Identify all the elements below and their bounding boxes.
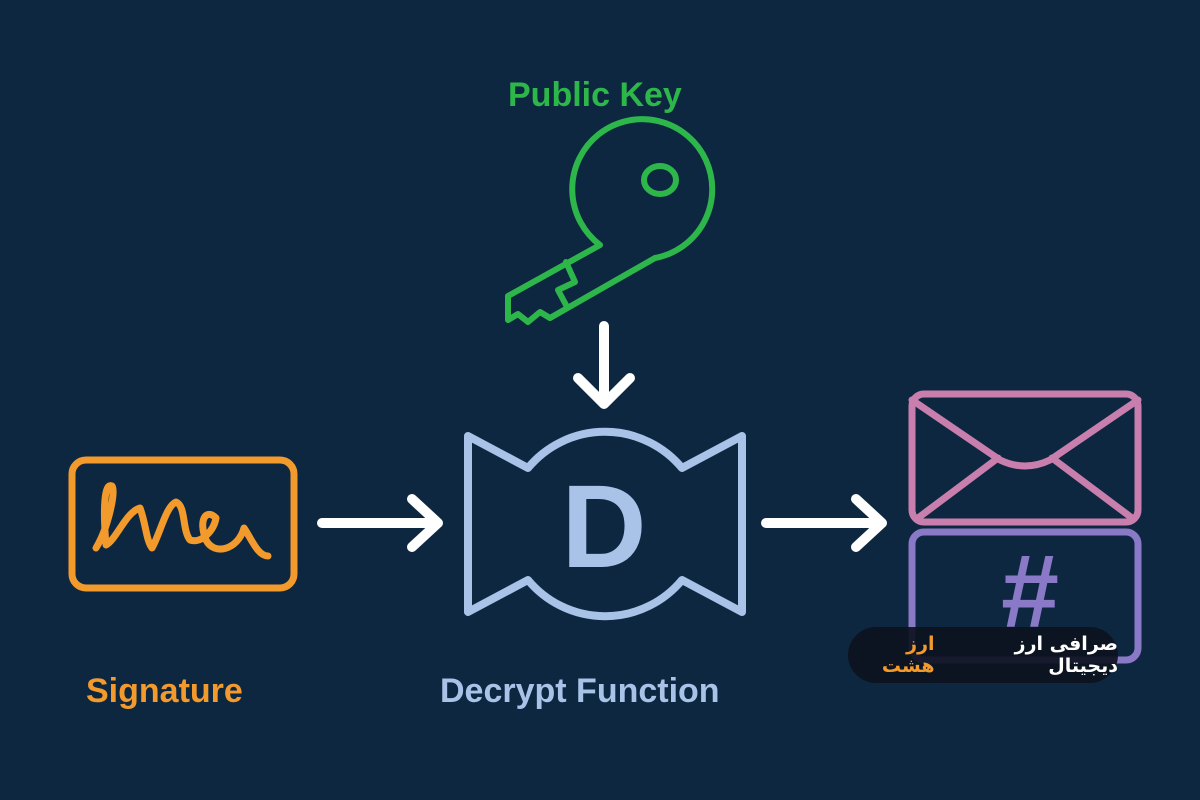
watermark-badge: صرافی ارز دیجیتال ارز هشت [848,627,1118,683]
envelope-icon [908,390,1142,526]
signature-label: Signature [86,672,243,710]
watermark-brand: ارز هشت [881,633,935,677]
signature-card-icon [68,456,298,592]
right-arrow-icon [317,494,443,552]
watermark-prefix: صرافی ارز دیجیتال [1014,633,1118,677]
down-arrow-icon [573,321,635,409]
key-icon [505,116,716,325]
hash-symbol: # [1001,534,1059,650]
function-letter: D [561,461,647,593]
decrypt-function-label: Decrypt Function [440,672,720,710]
decrypt-function-icon [464,427,746,621]
public-key-label: Public Key [508,76,682,114]
right-arrow-icon [761,494,887,552]
